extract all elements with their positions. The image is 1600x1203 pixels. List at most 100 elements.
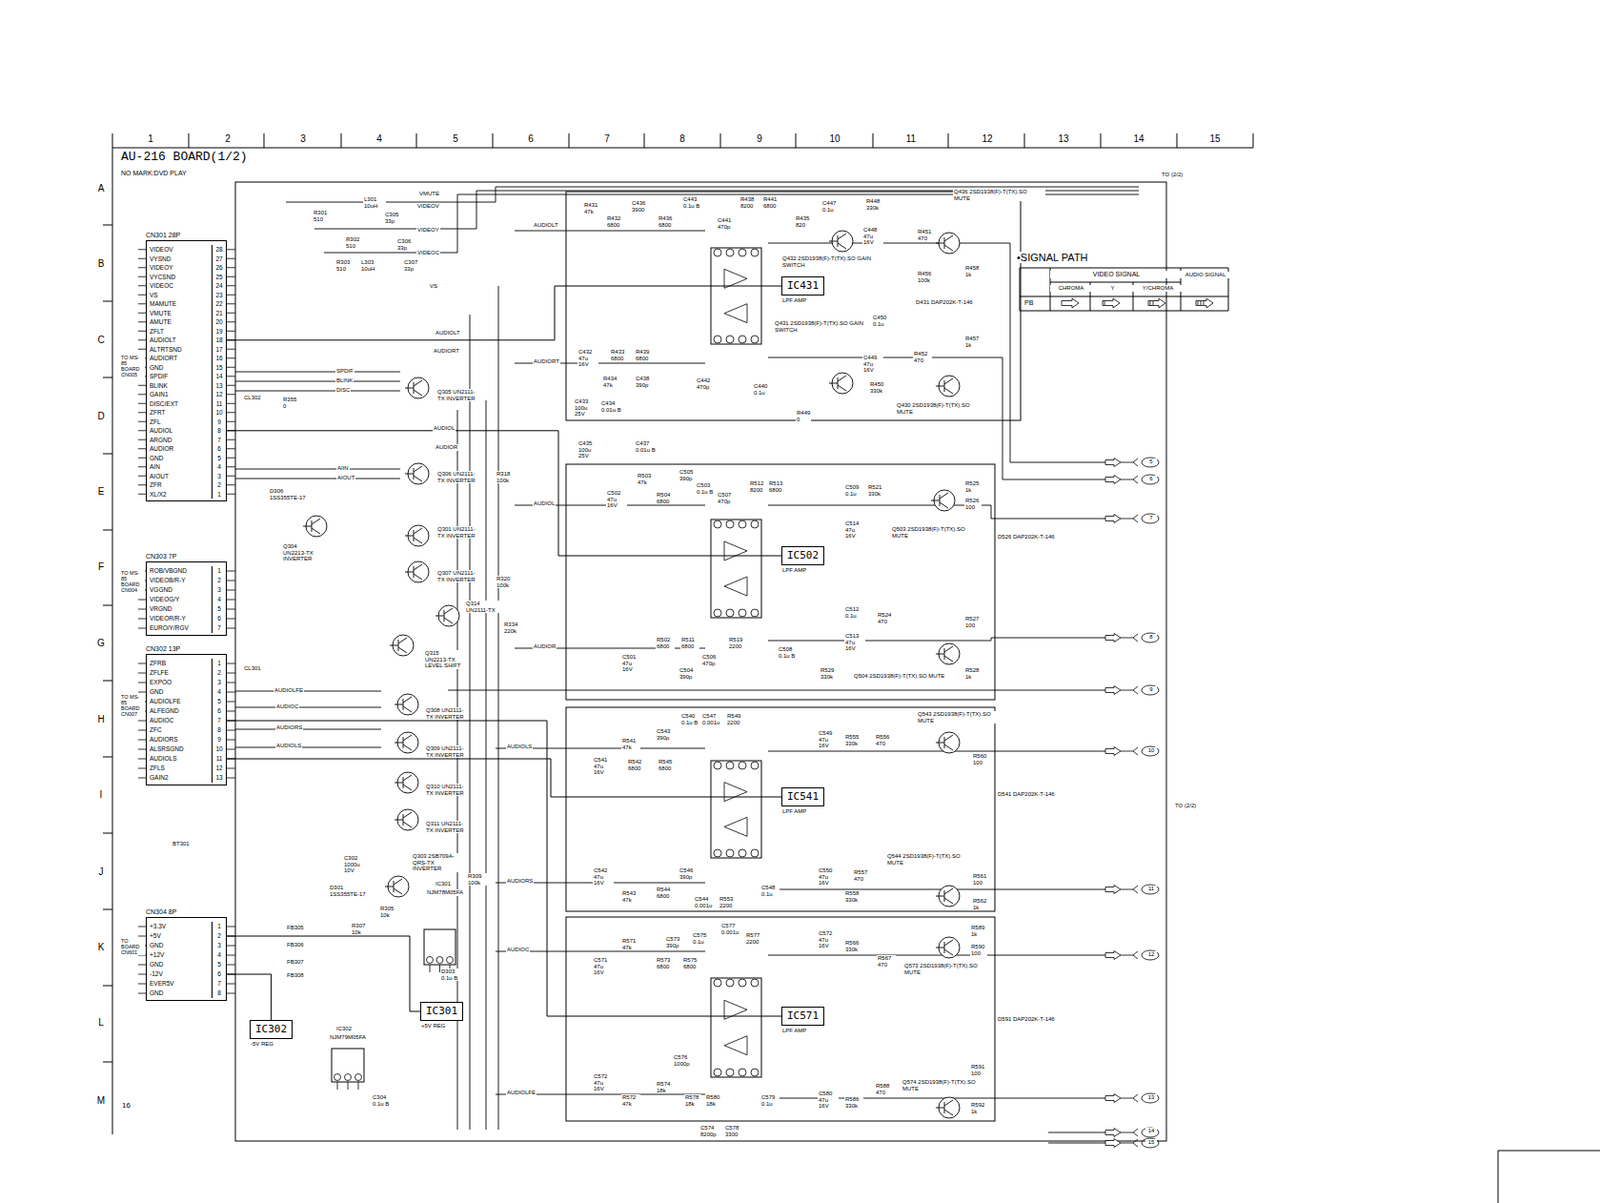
signal-arrow [1105,1138,1121,1148]
grid-row-letter: J [94,866,108,877]
grid-row-letter: B [94,258,108,269]
terminal-circle [1141,632,1159,643]
signal-arrow [1105,514,1121,524]
part-label: R458 1k [964,264,982,278]
pin-name: ZFRT [149,407,166,418]
pin-stub [226,375,236,377]
connector-heading: CN303 7P [145,551,177,561]
pin-stub [226,570,236,572]
pin-stub [226,266,236,268]
part-label: D301 1SS355TE-17 [328,884,369,897]
part-label: Q504 2SD1938(F)-T(TX).SO MUTE [852,672,951,680]
part-label: C306 33p [396,238,416,251]
pin-name: VIDEOV [149,244,174,255]
pin-stub [138,321,146,323]
grid-column-number: 2 [217,133,239,144]
part-label: C441 470p [716,217,736,230]
ic-pin [738,608,747,617]
ic-function: LPF AMP [782,808,807,815]
part-label: R580 18k [705,1093,723,1107]
transistor-leads [405,465,423,482]
terminal-circle [1141,457,1159,467]
terminal-mark [1120,458,1138,466]
ic-designator: IC541 [787,789,819,804]
pin-number: 6 [211,613,226,624]
pin-stub [138,465,146,467]
ic-designator: IC301 [425,1004,458,1018]
part-label: R556 470 [874,733,894,747]
pin-name: AUDIOLS [149,753,178,764]
pin-stub [226,411,236,413]
part-label: C450 0.1u [871,314,892,327]
ic-pin [726,849,734,857]
ic-pin [750,849,759,857]
pin-stub [226,672,236,674]
part-label: L301 10uH [363,196,386,209]
pin-stub [226,599,236,601]
pin-number: 5 [211,604,226,614]
regulator-body [331,1048,365,1082]
part-label: D303 0.1u B [440,968,464,981]
terminal-mark [1120,1128,1138,1136]
ic-label-box: IC571LPF AMP [781,1006,825,1026]
pin-number: 22 [211,299,226,309]
grid-column-number: 4 [368,133,390,144]
transistor-leads [935,939,953,955]
part-label: R435 820 [794,215,814,228]
part-label: R578 18k [684,1093,702,1107]
part-label: R448 330k [865,198,885,211]
part-label: C509 0.1u [844,484,864,497]
part-label: AIIN [336,465,350,472]
part-label: R529 330k [819,667,839,680]
pin-name: ZFLFE [149,668,169,678]
opamp-ic-body [710,760,762,858]
pin-name: AUDIOLFE [149,696,182,707]
pin-number: 19 [211,326,226,337]
grid-column-number: 11 [900,133,922,144]
pin-stub [226,475,236,477]
part-label: C542 47u 16V [592,867,614,887]
pin-number: 14 [211,371,226,382]
pin-stub [138,672,146,674]
grid-row-letter: L [94,1016,108,1028]
pin-stub [138,447,146,449]
part-label: Q309 UN2111-TX INVERTER [425,745,466,758]
terminal-circle [1141,950,1159,960]
part-label: •SIGNAL PATH [1015,251,1090,264]
pin-stub [226,710,236,712]
signal-arrow [1105,686,1121,695]
pin-number: 12 [211,389,226,400]
part-label: 13 [1145,1093,1157,1101]
wire-connector [226,720,782,1016]
pin-stub [226,484,236,486]
ic-label-box: IC541LPF AMP [781,787,825,807]
part-label: R433 6800 [609,348,629,362]
opamp-ic-body [710,977,762,1077]
grid-row-letter: D [94,410,108,422]
pin-stub [138,258,146,260]
part-label: R449 0 [795,409,811,423]
diagram-title: AU-216 BOARD(1/2) [120,150,249,164]
part-label: C540 0.1u B [680,712,700,726]
part-label: R553 2200 [718,895,738,909]
opamp-symbol [724,303,748,324]
grid-column-number: 8 [671,133,693,144]
part-label: C443 0.1u B [682,196,702,209]
part-label: FB307 [285,958,305,966]
pin-name: MAMUTE [149,299,177,309]
ic-label-box: IC301+5V REG [420,1001,464,1021]
pin-stub [226,739,236,741]
connector-block: CN301 28PVIDEOV28VYSND27VIDEOY26VYCSND25… [145,240,227,502]
board-outline [235,182,1167,1141]
terminal-mark [1120,514,1138,523]
part-label: AUDIORS [275,724,304,731]
part-label: C503 0.1u B [695,482,715,495]
pin-stub [226,421,236,423]
pin-number: 15 [211,363,226,373]
ic-pin [713,978,722,987]
pin-stub [138,484,146,486]
ic-pin [713,335,722,344]
part-label: Q315 UN2213-TX LEVEL SHIFT [424,649,463,669]
ic-lead [347,1081,349,1090]
pin-stub [226,465,236,467]
